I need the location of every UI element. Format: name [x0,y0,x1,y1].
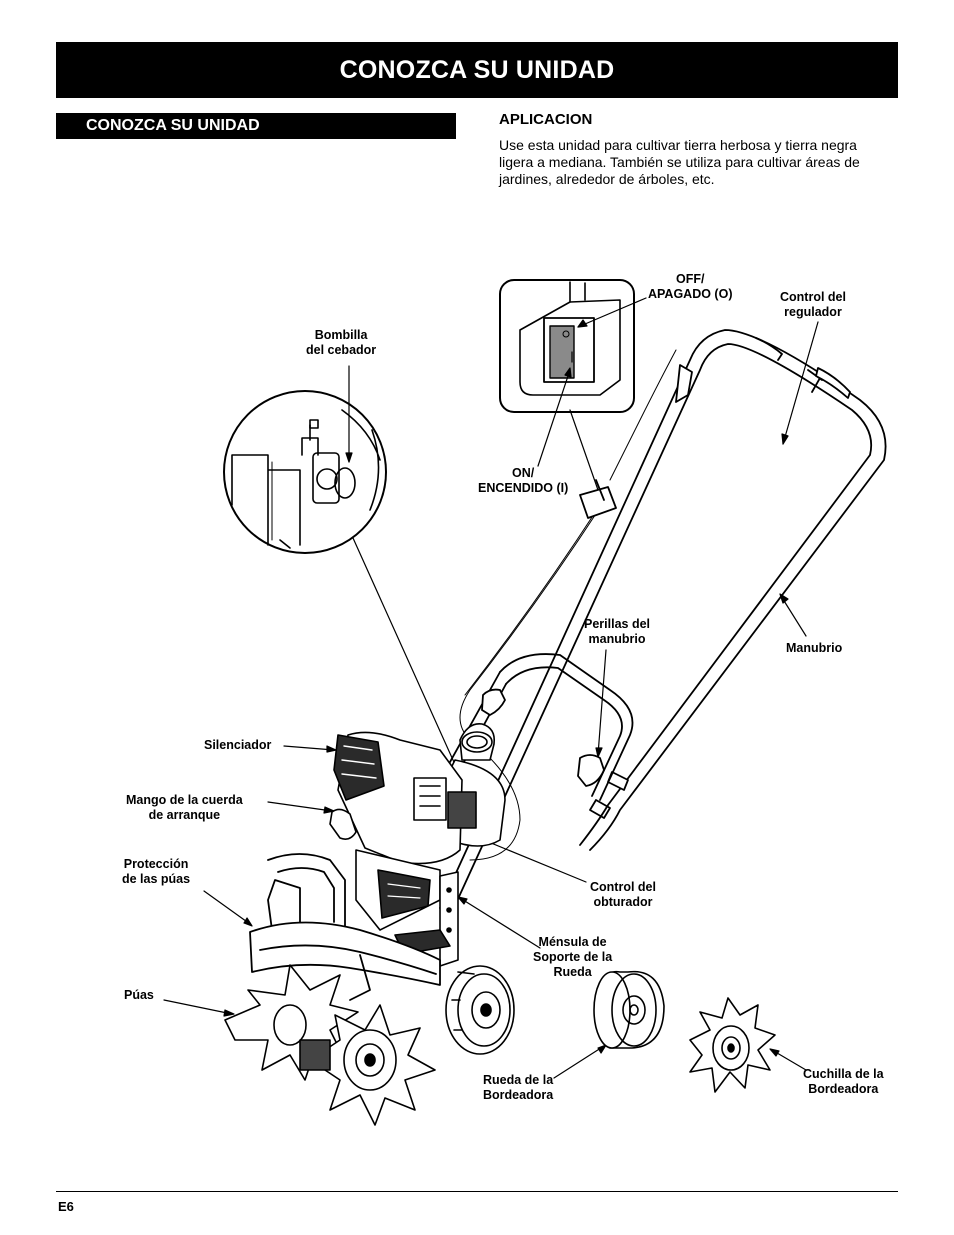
label-primer-bulb: Bombilla del cebador [306,328,377,357]
label-tine-shield: Protección de las púas [122,857,191,886]
label-tines: Púas [124,988,154,1002]
label-throttle-control: Control del regulador [780,290,846,319]
label-on-switch: ON/ ENCENDIDO (I) [478,466,569,495]
label-off-switch: OFF/ APAGADO (O) [648,272,733,301]
edger-blade-drawing [689,997,776,1093]
label-edger-wheel: Rueda de la Bordeadora [483,1073,554,1102]
tine-shield-drawing [249,853,441,1001]
application-heading: APLICACION [499,111,593,128]
label-starter-handle: Mango de la cuerda de arranque [126,793,243,822]
unit-tines-drawing [224,964,436,1126]
engine-drawing [329,723,506,967]
label-handle-knobs: Perillas del manubrio [584,617,651,646]
handlebar-drawing [439,329,887,913]
edger-wheel-drawing [593,970,665,1049]
page-header-banner: CONOZCA SU UNIDAD [56,42,898,98]
footer-rule [56,1191,898,1192]
label-handlebar: Manubrio [786,641,843,655]
unit-wheel-drawing [445,965,515,1055]
switch-detail-inset [499,279,635,413]
label-edger-blade: Cuchilla de la Bordeadora [803,1067,884,1096]
label-muffler: Silenciador [204,738,272,752]
label-wheel-bracket: Ménsula de Soporte de la Rueda [533,935,613,979]
primer-bulb-detail-inset [223,390,387,554]
page-number: E6 [58,1199,74,1214]
page-title: CONOZCA SU UNIDAD [339,55,615,84]
application-text: Use esta unidad para cultivar tierra her… [499,137,860,187]
label-choke-control: Control del obturador [590,880,656,909]
section-heading: CONOZCA SU UNIDAD [56,113,456,139]
